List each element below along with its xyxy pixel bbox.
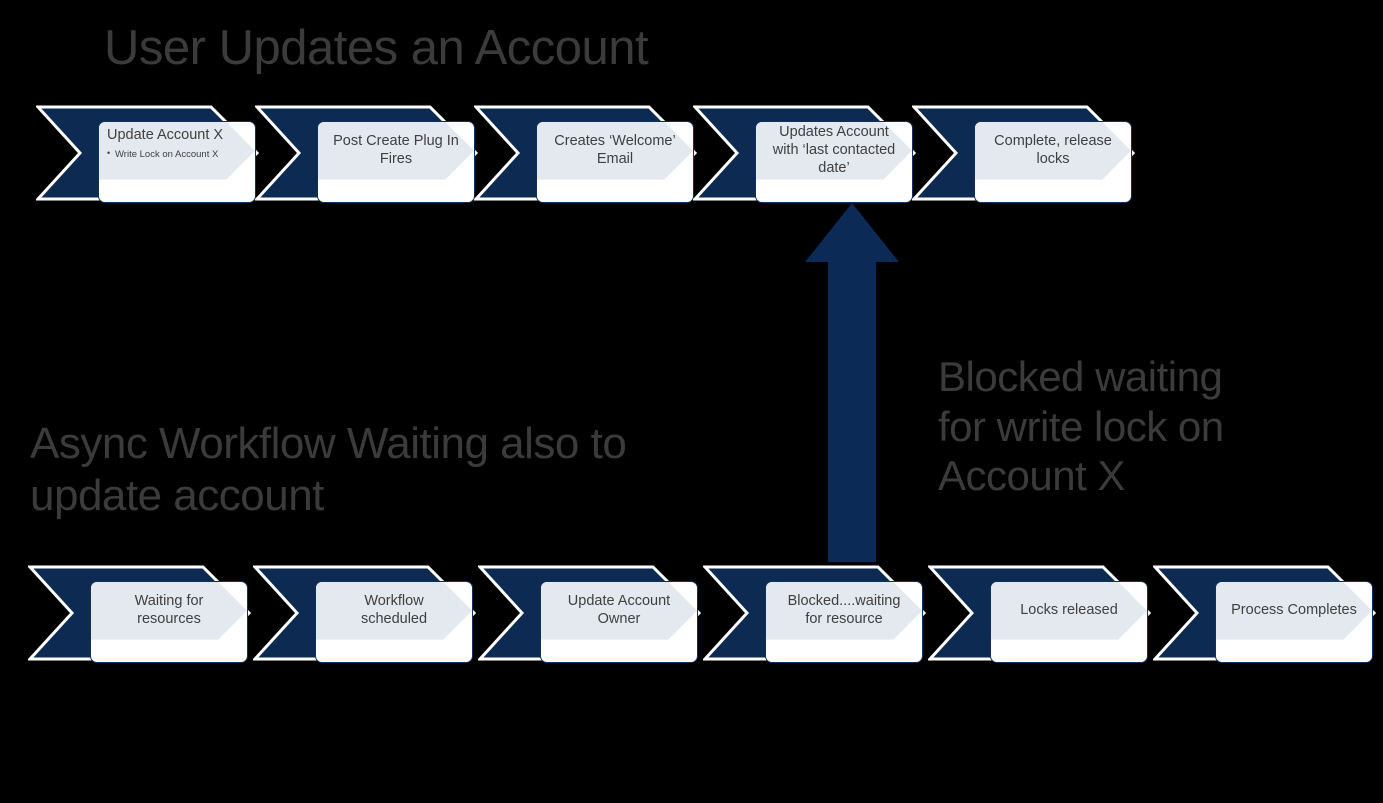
process-step-updates-last-contacted[interactable]: Updates Account with ‘last contacted dat…: [693, 103, 921, 203]
async-workflow-label: Async Workflow Waiting also to update ac…: [30, 419, 627, 520]
step-card-blocked-waiting-for-resource[interactable]: Blocked....waiting for resource: [765, 581, 923, 663]
step-card-label: Creates ‘Welcome’ Email: [554, 133, 676, 167]
step-card-update-account-owner[interactable]: Update Account Owner: [540, 581, 698, 663]
process-step-blocked-waiting-for-resource[interactable]: Blocked....waiting for resource: [703, 563, 931, 663]
step-card-update-account-x[interactable]: Update Account X Write Lock on Account X: [98, 121, 256, 203]
step-card-process-completes[interactable]: Process Completes: [1215, 581, 1373, 663]
process-step-post-create-plugin[interactable]: Post Create Plug In Fires: [255, 103, 483, 203]
blocked-waiting-label: Blocked waiting for write lock on Accoun…: [938, 353, 1224, 500]
process-step-update-account-owner[interactable]: Update Account Owner: [478, 563, 706, 663]
process-step-creates-welcome-email[interactable]: Creates ‘Welcome’ Email: [474, 103, 702, 203]
async-workflow-process-row: Waiting for resources Workflow scheduled U…: [0, 563, 1383, 673]
page-title: User Updates an Account: [104, 21, 649, 75]
process-step-update-account-x[interactable]: Update Account X Write Lock on Account X: [36, 103, 264, 203]
step-card-label: Post Create Plug In Fires: [333, 133, 459, 167]
process-step-workflow-scheduled[interactable]: Workflow scheduled: [253, 563, 481, 663]
step-card-bullet: Write Lock on Account X: [107, 148, 247, 160]
step-card-label: Update Account Owner: [567, 593, 671, 627]
process-step-process-completes[interactable]: Process Completes: [1153, 563, 1381, 663]
blocking-arrow: [800, 200, 904, 565]
step-card-post-create-plugin[interactable]: Post Create Plug In Fires: [317, 121, 475, 203]
step-card-label: Updates Account with ‘last contacted dat…: [772, 124, 896, 176]
step-card-label: Process Completes: [1231, 601, 1357, 618]
step-card-label: Waiting for resources: [134, 593, 204, 627]
process-step-waiting-for-resources[interactable]: Waiting for resources: [28, 563, 256, 663]
step-card-workflow-scheduled[interactable]: Workflow scheduled: [315, 581, 473, 663]
step-card-heading: Update Account X: [107, 127, 224, 143]
step-card-waiting-for-resources[interactable]: Waiting for resources: [90, 581, 248, 663]
user-updates-process-row: Update Account X Write Lock on Account X P…: [0, 103, 1383, 213]
process-step-locks-released[interactable]: Locks released: [928, 563, 1156, 663]
step-card-updates-last-contacted[interactable]: Updates Account with ‘last contacted dat…: [755, 121, 913, 203]
step-card-label: Locks released: [1020, 601, 1118, 618]
step-card-label: Complete, release locks: [994, 133, 1112, 167]
process-step-complete-release-locks[interactable]: Complete, release locks: [912, 103, 1140, 203]
step-card-creates-welcome-email[interactable]: Creates ‘Welcome’ Email: [536, 121, 694, 203]
step-card-complete-release-locks[interactable]: Complete, release locks: [974, 121, 1132, 203]
step-card-locks-released[interactable]: Locks released: [990, 581, 1148, 663]
step-card-label: Workflow scheduled: [360, 593, 428, 627]
step-card-label: Blocked....waiting for resource: [787, 593, 901, 627]
